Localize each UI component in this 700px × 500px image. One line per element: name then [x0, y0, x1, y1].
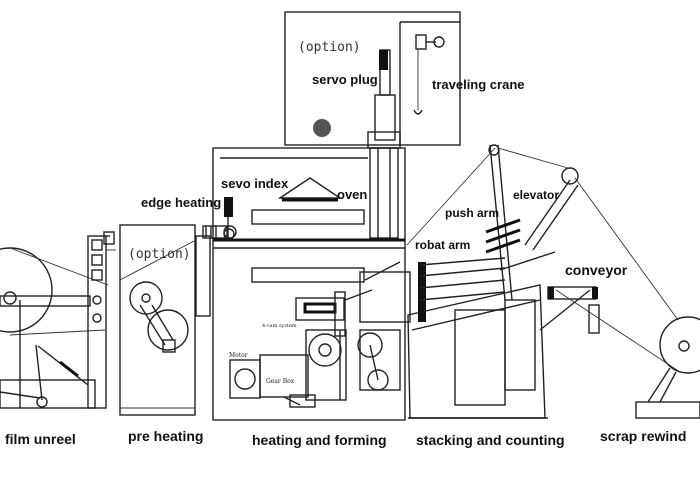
film-unreel-unit — [0, 247, 109, 409]
motor-label: Motor — [229, 352, 248, 359]
stage-film-unreel: film unreel — [5, 431, 76, 447]
servo-plug-tower — [284, 11, 461, 239]
heating-forming-unit — [212, 147, 406, 421]
film-web-path — [406, 147, 681, 373]
robot-arm-label: robat arm — [415, 238, 470, 252]
stage-scrap-rewind: scrap rewind — [600, 428, 686, 444]
conveyor-label: conveyor — [565, 262, 628, 278]
option-top-label: (option) — [298, 40, 361, 55]
stage-stacking-counting: stacking and counting — [416, 432, 565, 448]
stage-pre-heating: pre heating — [128, 428, 203, 444]
edge-heating-label: edge heating — [141, 195, 221, 210]
elevator-label: elevator — [513, 188, 559, 202]
push-arm-label: push arm — [445, 206, 499, 220]
traveling-crane-label: traveling crane — [432, 77, 525, 92]
servo-plug-label: servo plug — [312, 72, 378, 87]
scrap-rewind-unit — [635, 316, 700, 419]
tension-stand — [87, 231, 116, 409]
pre-heating-unit — [119, 224, 197, 416]
stacking-counting-unit — [359, 144, 600, 419]
gear-box-label: Gear Box — [266, 378, 295, 385]
option-pre-label: (option) — [128, 247, 191, 262]
oven-label: oven — [337, 187, 367, 202]
stage-heating-forming: heating and forming — [252, 432, 387, 448]
cam-system-label: 4-cam system — [262, 323, 297, 329]
servo-index-label: sevo index — [221, 176, 289, 191]
